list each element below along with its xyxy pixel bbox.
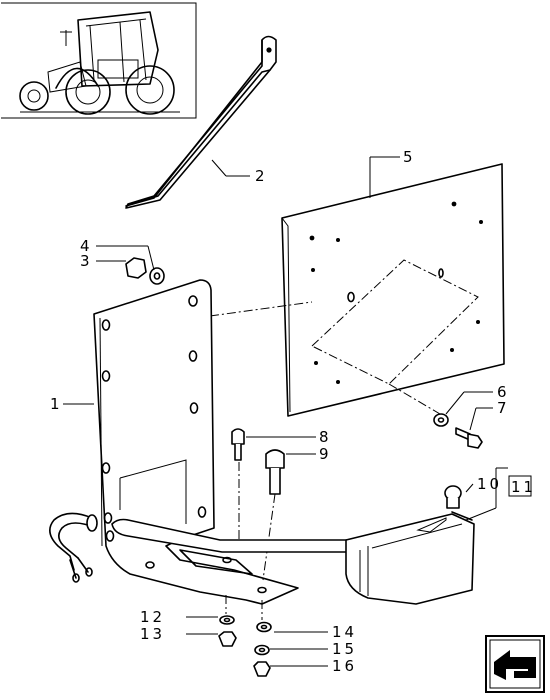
callout-6: 6 [497,383,510,401]
part-5-plate [209,163,505,417]
callout-15: 15 [332,640,357,658]
part-2-stay [125,35,277,209]
callout-7: 7 [497,399,510,417]
callout-16: 16 [332,657,357,675]
callout-3: 3 [80,252,93,270]
callout-10: 10 [477,475,502,493]
callout-1: 1 [50,395,63,413]
callout-4: 4 [80,237,93,255]
bolts-8-9 [231,428,285,495]
tail-lamp [345,511,475,605]
callout-13: 13 [140,625,165,643]
callout-9: 9 [319,445,332,463]
callout-12: 12 [140,608,165,626]
callout-11-box [508,475,532,497]
bulb [444,485,462,509]
callout-8: 8 [319,428,332,446]
leader-lines [63,156,508,667]
nut-washer-3-4 [125,257,165,285]
callout-14: 14 [332,623,357,641]
callout-11: 11 [511,478,536,496]
part-1-bracket [93,279,299,605]
tractor-thumbnail-icon [1,2,197,119]
callout-2: 2 [255,167,268,185]
callout-5: 5 [403,148,416,166]
wiring-harness [49,512,373,583]
washer-bolt-6-7 [433,413,483,449]
next-page-arrow-icon[interactable] [485,635,545,693]
fasteners-12-16 [218,615,272,677]
